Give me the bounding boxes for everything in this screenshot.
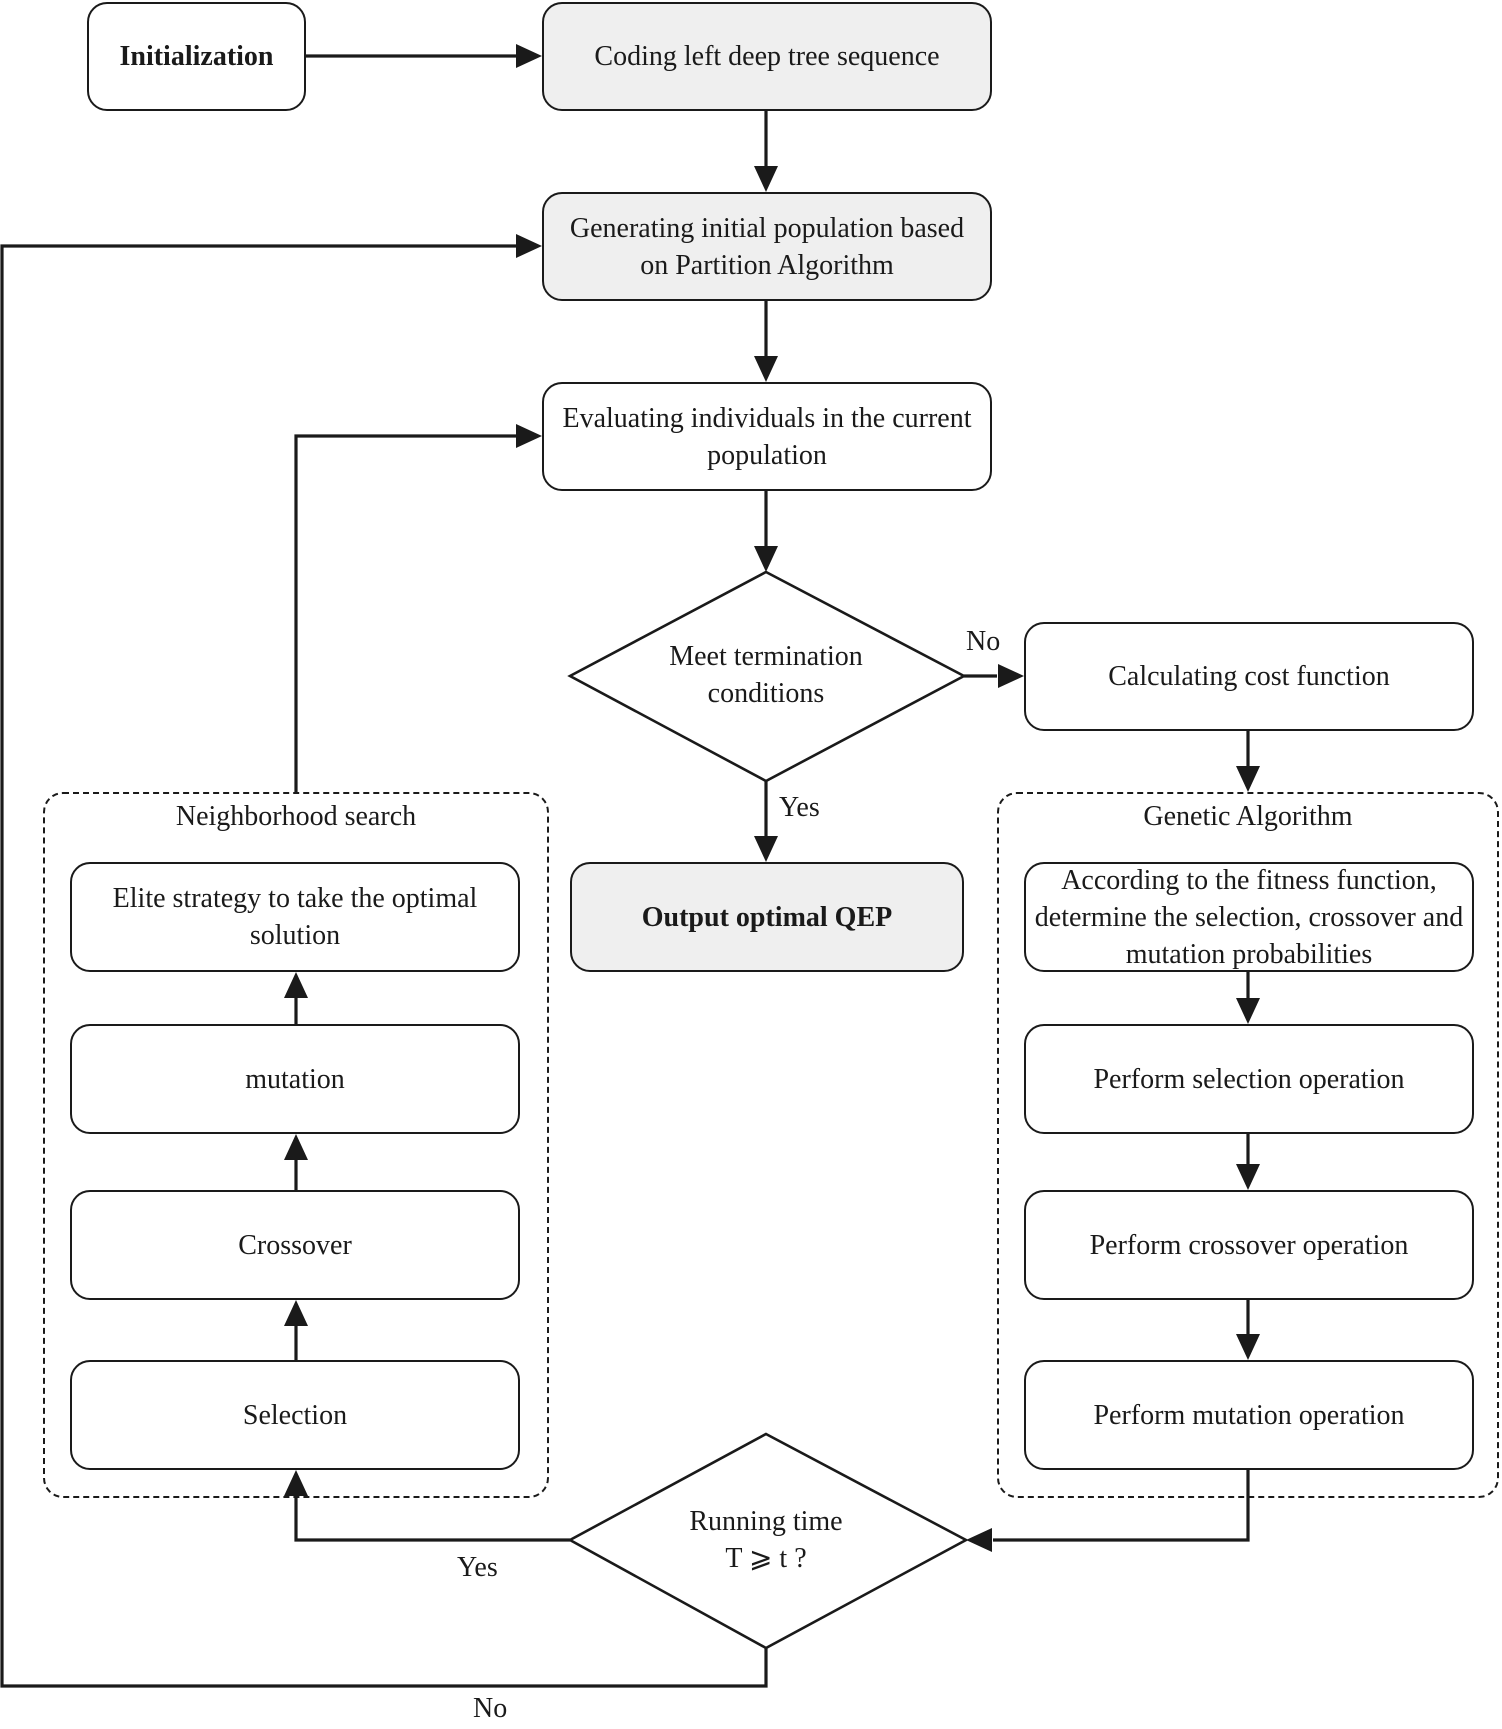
termination-diamond bbox=[567, 570, 967, 783]
running-time-label: Running time T ⩾ t ? bbox=[646, 1503, 886, 1577]
genetic-algorithm-group bbox=[997, 792, 1499, 1498]
arrowhead-running bbox=[966, 1528, 992, 1552]
arrowhead-cost bbox=[998, 664, 1024, 688]
arrowhead-crossover-op bbox=[1236, 1164, 1260, 1190]
fitness-function-box: According to the fitness function, deter… bbox=[1024, 862, 1474, 972]
arrowhead-coding bbox=[516, 44, 542, 68]
running-time-diamond bbox=[567, 1432, 969, 1650]
termination-yes-label: Yes bbox=[779, 792, 820, 823]
arrowhead-selection-ns bbox=[284, 1470, 308, 1496]
arrowhead-mutation-op bbox=[1236, 1334, 1260, 1360]
crossover-box: Crossover bbox=[70, 1190, 520, 1300]
arrow-running-to-selection bbox=[294, 1496, 570, 1542]
arrowhead-elite bbox=[284, 972, 308, 998]
elite-strategy-box: Elite strategy to take the optimal solut… bbox=[70, 862, 520, 972]
perform-mutation-box: Perform mutation operation bbox=[1024, 1360, 1474, 1470]
output-qep-box: Output optimal QEP bbox=[570, 862, 964, 972]
mutation-box: mutation bbox=[70, 1024, 520, 1134]
running-yes-label: Yes bbox=[457, 1552, 498, 1583]
coding-box: Coding left deep tree sequence bbox=[542, 2, 992, 111]
selection-box: Selection bbox=[70, 1360, 520, 1470]
arrowhead-generating bbox=[754, 166, 778, 192]
arrow-neighborhood-to-evaluating bbox=[294, 434, 518, 792]
arrowhead-evaluating bbox=[754, 356, 778, 382]
termination-no-label: No bbox=[966, 626, 1001, 657]
initialization-box: Initialization bbox=[87, 2, 306, 111]
arrowhead-evaluating-side bbox=[516, 424, 542, 448]
arrow-running-to-generating bbox=[0, 244, 768, 1688]
running-time-line1: Running time bbox=[689, 1506, 843, 1537]
termination-label: Meet termination conditions bbox=[669, 641, 863, 709]
perform-crossover-box: Perform crossover operation bbox=[1024, 1190, 1474, 1300]
generating-population-box: Generating initial population based on P… bbox=[542, 192, 992, 301]
arrowhead-termination bbox=[754, 546, 778, 572]
perform-selection-box: Perform selection operation bbox=[1024, 1024, 1474, 1134]
arrow-mutation-to-running bbox=[993, 1470, 1250, 1542]
running-time-line2: T ⩾ t ? bbox=[725, 1543, 807, 1574]
arrowhead-genetic bbox=[1236, 766, 1260, 792]
neighborhood-search-label: Neighborhood search bbox=[175, 801, 417, 832]
arrowhead-crossover-ns bbox=[284, 1300, 308, 1326]
arrowhead-selection-op bbox=[1236, 998, 1260, 1024]
cost-function-box: Calculating cost function bbox=[1024, 622, 1474, 731]
evaluating-individuals-box: Evaluating individuals in the current po… bbox=[542, 382, 992, 491]
neighborhood-search-group bbox=[43, 792, 549, 1498]
arrowhead-mutation-ns bbox=[284, 1134, 308, 1160]
arrowhead-output bbox=[754, 836, 778, 862]
genetic-algorithm-label: Genetic Algorithm bbox=[1143, 801, 1353, 832]
arrowhead-generating-side bbox=[516, 234, 542, 258]
running-no-label: No bbox=[473, 1693, 508, 1724]
